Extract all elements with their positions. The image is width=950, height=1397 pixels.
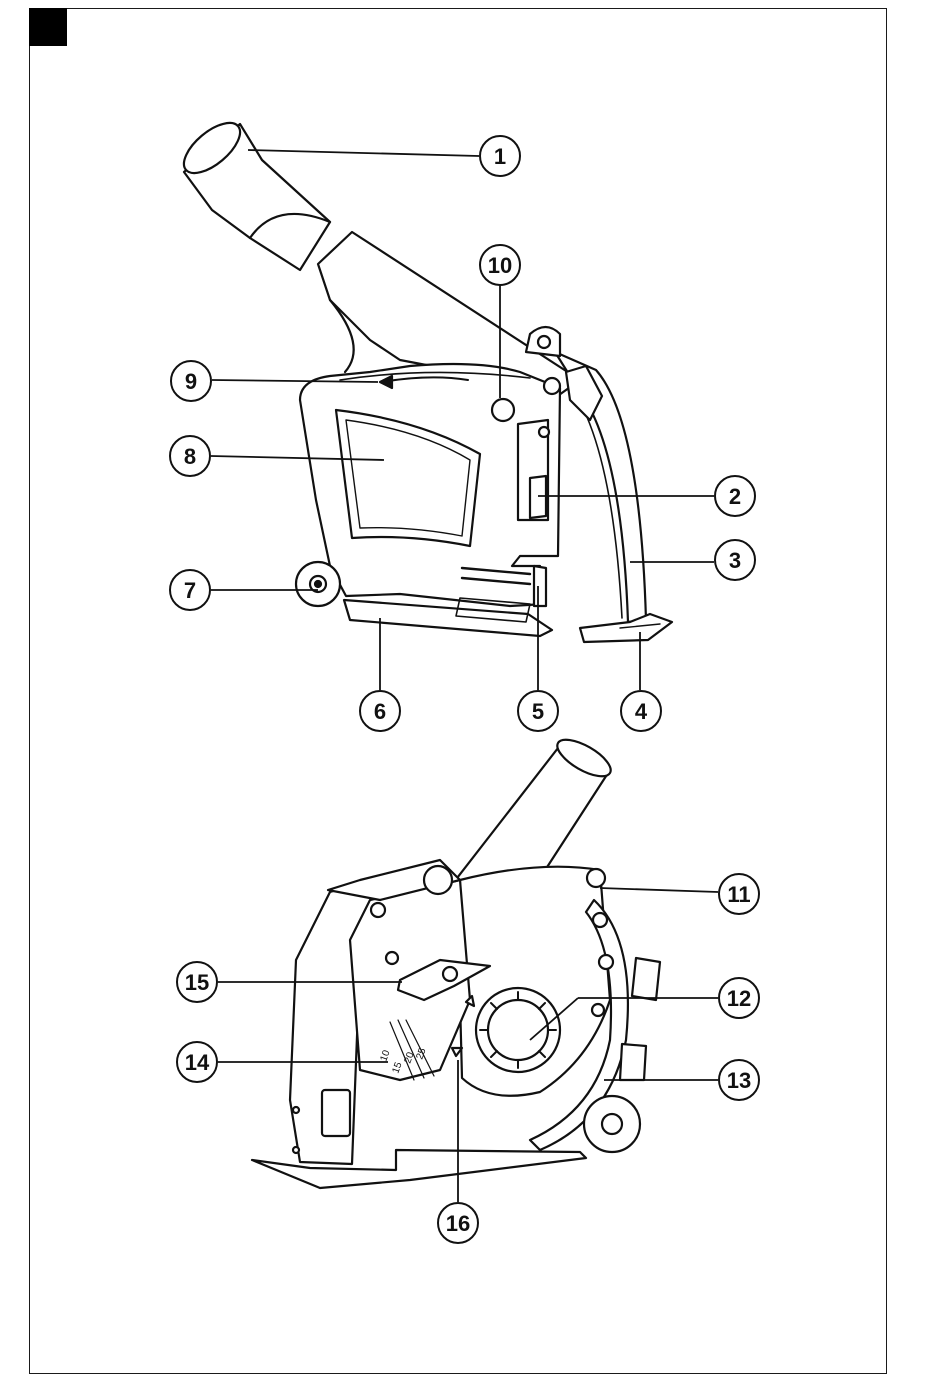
callout-3: 3 [715, 540, 755, 580]
callout-6-label: 6 [374, 699, 386, 724]
callout-5-label: 5 [532, 699, 544, 724]
callout-14-label: 14 [185, 1050, 210, 1075]
locating-pin [492, 399, 514, 421]
rail-hole-3 [592, 1004, 604, 1016]
callout-13-label: 13 [727, 1068, 751, 1093]
side-latch [322, 1090, 350, 1136]
callout-4: 4 [621, 691, 661, 731]
callout-12-label: 12 [727, 986, 751, 1011]
callout-1: 1 [480, 136, 520, 176]
bottom-view [252, 733, 660, 1188]
release-lever [530, 476, 546, 518]
callout-14: 14 [177, 1042, 217, 1082]
rail-hole-1 [593, 913, 607, 927]
wing-nut-hub [443, 967, 457, 981]
leader-1 [248, 150, 479, 156]
callout-5: 5 [518, 691, 558, 731]
callout-7-label: 7 [184, 578, 196, 603]
top-view [176, 114, 672, 642]
side-screw-1 [293, 1107, 299, 1113]
callout-15: 15 [177, 962, 217, 1002]
callout-4-label: 4 [635, 699, 648, 724]
hinge-bolt [424, 866, 452, 894]
callout-10-label: 10 [488, 253, 512, 278]
callout-13: 13 [719, 1060, 759, 1100]
hinge-bolt-small [371, 903, 385, 917]
side-screw-2 [293, 1147, 299, 1153]
top-pin [587, 869, 605, 887]
callout-16-label: 16 [446, 1211, 470, 1236]
side-clip-upper [632, 958, 660, 1000]
leader-11 [600, 888, 718, 892]
guide-wheel-axle [315, 581, 321, 587]
side-clip-lower [620, 1044, 646, 1080]
callout-16: 16 [438, 1203, 478, 1243]
callout-7: 7 [170, 570, 210, 610]
callout-9: 9 [171, 361, 211, 401]
bottom-guide-wheel-hub [602, 1114, 622, 1134]
callout-2: 2 [715, 476, 755, 516]
callout-11-label: 11 [727, 882, 750, 907]
callout-10: 10 [480, 245, 520, 285]
callout-12: 12 [719, 978, 759, 1018]
callout-2-label: 2 [729, 484, 741, 509]
depth-indicator-tab [534, 566, 546, 606]
callout-8: 8 [170, 436, 210, 476]
rail-hole-2 [599, 955, 613, 969]
callout-8-label: 8 [184, 444, 196, 469]
callout-1-label: 1 [494, 144, 506, 169]
callout-3-label: 3 [729, 548, 741, 573]
lever-screw [539, 427, 549, 437]
callout-11: 11 [719, 874, 759, 914]
wing-nut-screw [386, 952, 398, 964]
callout-9-label: 9 [185, 369, 197, 394]
pivot-bolt [544, 378, 560, 394]
callout-6: 6 [360, 691, 400, 731]
callout-15-label: 15 [185, 970, 209, 995]
top-lug-hole [538, 336, 550, 348]
